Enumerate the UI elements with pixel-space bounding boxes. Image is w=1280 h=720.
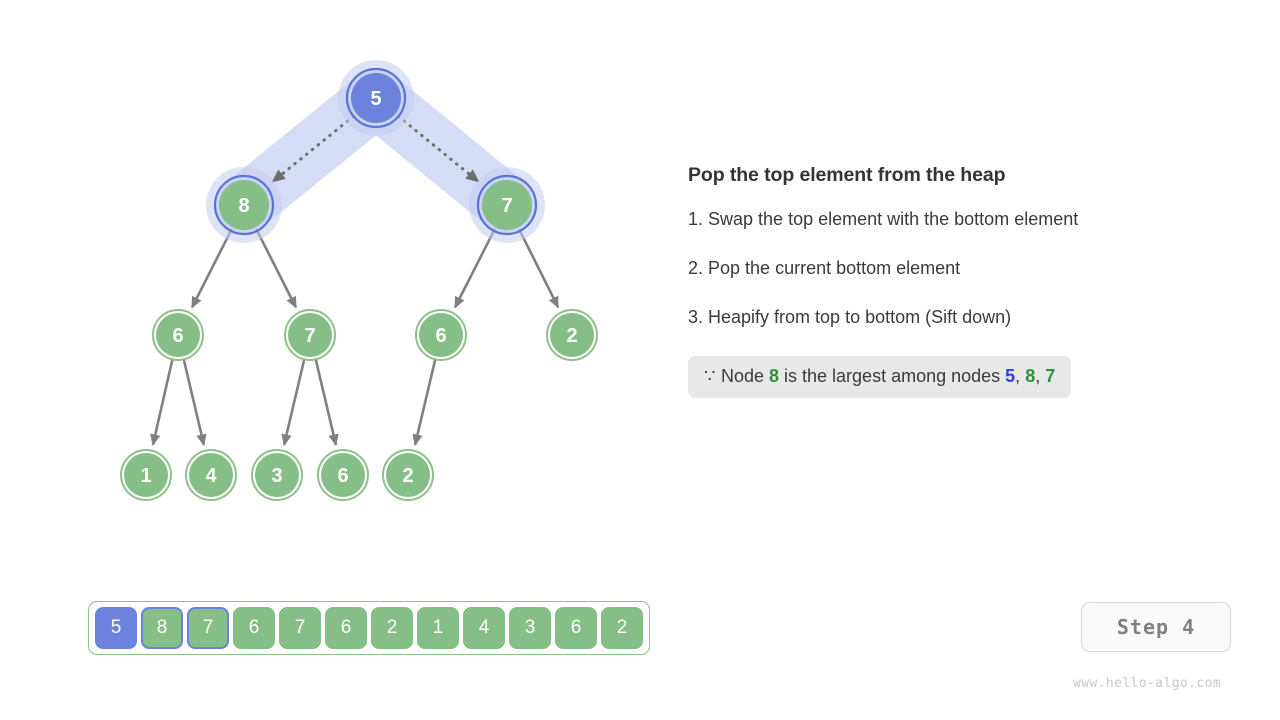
node-value-label: 7 bbox=[501, 195, 512, 217]
node-circle bbox=[124, 453, 168, 497]
tree-edge bbox=[412, 358, 437, 447]
node-outer-ring bbox=[284, 309, 336, 361]
node-circle bbox=[189, 453, 233, 497]
node-circle bbox=[419, 313, 463, 357]
page-title: Pop the top element from the heap bbox=[688, 164, 1006, 186]
tree-node: 1 bbox=[120, 449, 172, 501]
node-outer-ring bbox=[546, 309, 598, 361]
array-cell: 2 bbox=[371, 607, 413, 649]
hint-sep-2: , bbox=[1035, 366, 1046, 386]
hint-candidate-2: 8 bbox=[1025, 366, 1036, 386]
tree-svg: 5 8 7 6 7 6 2 1 4 3 6 2 bbox=[120, 60, 598, 501]
tree-dotted-arrows bbox=[271, 114, 480, 184]
hint-prefix: Node bbox=[715, 366, 769, 386]
node-value-label: 6 bbox=[337, 465, 348, 487]
node-circle bbox=[255, 453, 299, 497]
hint-sep-1: , bbox=[1015, 366, 1026, 386]
node-value-label: 8 bbox=[238, 195, 249, 217]
tree-node: 8 bbox=[206, 167, 282, 243]
node-selection-ring bbox=[213, 174, 275, 236]
array-cell: 7 bbox=[279, 607, 321, 649]
node-value-label: 3 bbox=[271, 465, 282, 487]
tree-node: 2 bbox=[546, 309, 598, 361]
node-circle bbox=[482, 180, 532, 230]
tree-edge bbox=[150, 358, 174, 447]
tree-node: 7 bbox=[284, 309, 336, 361]
node-selection-ring bbox=[476, 174, 538, 236]
tree-edge bbox=[453, 228, 496, 309]
explanation-panel: Pop the top element from the heap 1. Swa… bbox=[688, 164, 1248, 398]
swap-arrow bbox=[271, 114, 355, 184]
tree-edges bbox=[150, 228, 560, 447]
node-circle bbox=[351, 73, 401, 123]
node-outer-ring bbox=[251, 449, 303, 501]
array-cell: 6 bbox=[325, 607, 367, 649]
tree-diagram: 5 8 7 6 7 6 2 1 4 3 6 2 bbox=[0, 0, 680, 560]
instruction-step-3: 3. Heapify from top to bottom (Sift down… bbox=[688, 307, 1012, 327]
array-cell: 8 bbox=[141, 607, 183, 649]
array-cell: 6 bbox=[233, 607, 275, 649]
tree-node: 3 bbox=[251, 449, 303, 501]
node-outer-ring bbox=[185, 449, 237, 501]
node-outer-ring bbox=[152, 309, 204, 361]
because-symbol: ∵ bbox=[704, 366, 716, 386]
node-selection-ring bbox=[345, 67, 407, 129]
tree-nodes: 5 8 7 6 7 6 2 1 4 3 6 2 bbox=[120, 60, 598, 501]
node-circle bbox=[321, 453, 365, 497]
tree-edge bbox=[255, 228, 298, 309]
tree-node: 2 bbox=[382, 449, 434, 501]
node-outer-ring bbox=[120, 449, 172, 501]
hint-middle: is the largest among nodes bbox=[779, 366, 1006, 386]
tree-node: 7 bbox=[469, 167, 545, 243]
tree-edge bbox=[314, 358, 339, 447]
hint-node-value: 8 bbox=[769, 366, 780, 386]
node-value-label: 6 bbox=[435, 325, 446, 347]
node-circle bbox=[156, 313, 200, 357]
node-value-label: 4 bbox=[205, 465, 217, 487]
hint-box: ∵ Node 8 is the largest among nodes 5, 8… bbox=[688, 356, 1072, 398]
node-value-label: 6 bbox=[172, 325, 183, 347]
node-value-label: 2 bbox=[566, 325, 577, 347]
node-circle bbox=[219, 180, 269, 230]
node-outer-ring bbox=[415, 309, 467, 361]
node-value-label: 5 bbox=[370, 88, 381, 110]
array-cell: 2 bbox=[601, 607, 643, 649]
array-cell: 3 bbox=[509, 607, 551, 649]
array-cell: 4 bbox=[463, 607, 505, 649]
node-outer-ring bbox=[382, 449, 434, 501]
tree-edge bbox=[182, 358, 207, 447]
tree-edge bbox=[190, 228, 233, 309]
array-cell: 6 bbox=[555, 607, 597, 649]
node-circle bbox=[386, 453, 430, 497]
node-value-label: 1 bbox=[140, 465, 151, 487]
hint-candidate-3: 7 bbox=[1045, 366, 1056, 386]
node-circle bbox=[550, 313, 594, 357]
tree-edge bbox=[281, 358, 306, 447]
node-circle bbox=[288, 313, 332, 357]
tree-node: 6 bbox=[415, 309, 467, 361]
step-badge: Step 4 bbox=[1081, 602, 1231, 652]
node-outer-ring bbox=[317, 449, 369, 501]
tree-node: 6 bbox=[317, 449, 369, 501]
tree-node: 4 bbox=[185, 449, 237, 501]
tree-node: 6 bbox=[152, 309, 204, 361]
array-cell: 5 bbox=[95, 607, 137, 649]
node-value-label: 7 bbox=[304, 325, 315, 347]
node-value-label: 2 bbox=[402, 465, 413, 487]
tree-node: 5 bbox=[338, 60, 414, 136]
swap-arrow bbox=[396, 114, 480, 184]
instruction-step-1: 1. Swap the top element with the bottom … bbox=[688, 209, 1079, 229]
array-cell: 1 bbox=[417, 607, 459, 649]
array-cell: 7 bbox=[187, 607, 229, 649]
tree-edge bbox=[517, 228, 560, 309]
instruction-step-2: 2. Pop the current bottom element bbox=[688, 258, 961, 278]
hint-candidate-1: 5 bbox=[1005, 366, 1016, 386]
watermark: www.hello-algo.com bbox=[1073, 676, 1222, 691]
